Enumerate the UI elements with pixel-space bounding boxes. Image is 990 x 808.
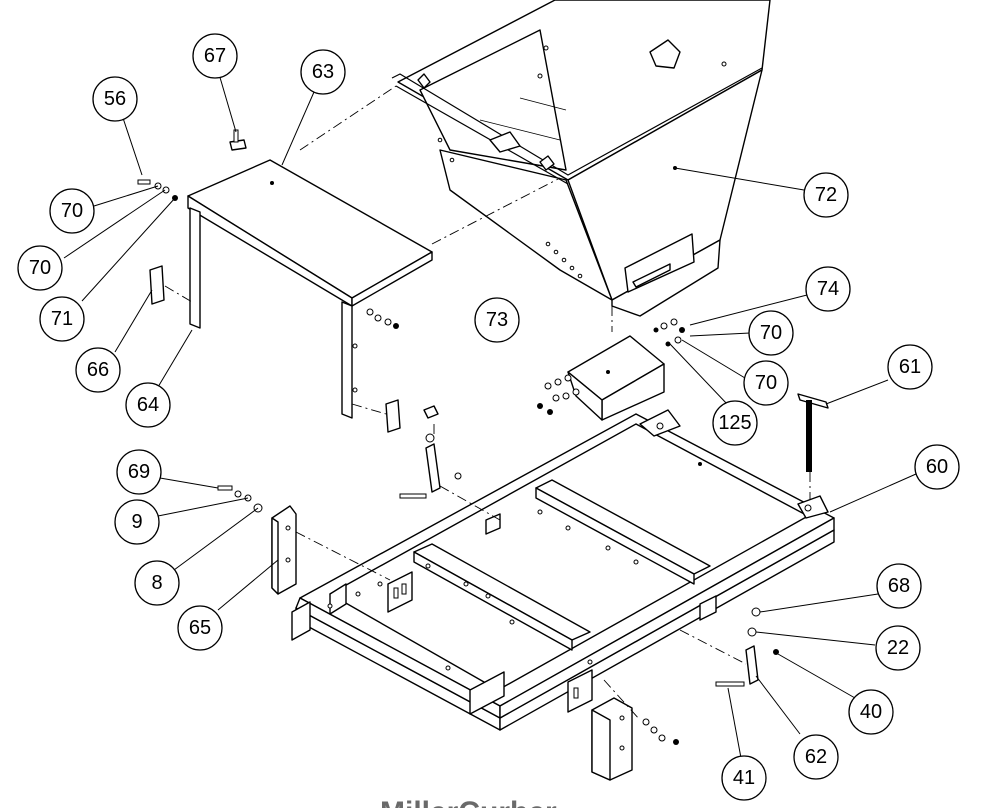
callout-label: 69 xyxy=(128,461,150,483)
callout-bubble: 72 xyxy=(803,172,849,218)
main-frame-part xyxy=(292,410,834,730)
callout-label: 68 xyxy=(888,575,910,597)
callout-bubble: 60 xyxy=(914,444,960,490)
callout-label: 66 xyxy=(87,359,109,381)
callout-bubble: 70 xyxy=(743,360,789,406)
callout-bubble: 41 xyxy=(721,755,767,801)
callout-bubble: 9 xyxy=(114,499,160,545)
callout-label: 74 xyxy=(817,278,839,300)
callout-bubble: 56 xyxy=(92,76,138,122)
callout-bubble: 73 xyxy=(474,297,520,343)
callout-bubble: 69 xyxy=(116,449,162,495)
callout-label: 60 xyxy=(926,456,948,478)
callout-label: 9 xyxy=(131,511,142,533)
hopper-part xyxy=(392,0,770,316)
callout-bubble: 70 xyxy=(748,310,794,356)
callout-bubble: 8 xyxy=(134,560,180,606)
callout-bubble: 40 xyxy=(848,689,894,735)
callout-label: 40 xyxy=(860,701,882,723)
callout-bubble: 74 xyxy=(805,266,851,312)
callout-label: 63 xyxy=(312,61,334,83)
callout-label: 70 xyxy=(760,322,782,344)
callout-label: 62 xyxy=(805,746,827,768)
watermark-logo: MillerCurber xyxy=(380,796,557,808)
callout-bubble: 65 xyxy=(177,605,223,651)
callout-label: 65 xyxy=(189,617,211,639)
callout-bubble: 64 xyxy=(125,382,171,428)
callout-label: 70 xyxy=(61,200,83,222)
callout-label: 41 xyxy=(733,767,755,789)
callout-bubble: 61 xyxy=(887,344,933,390)
callout-bubble: 125 xyxy=(712,400,758,446)
callout-label: 72 xyxy=(815,184,837,206)
leader-lines xyxy=(63,73,917,759)
callout-label: 22 xyxy=(887,637,909,659)
cross-tray-part xyxy=(568,336,664,420)
assembly-lines xyxy=(164,85,811,721)
callout-bubble: 68 xyxy=(876,563,922,609)
callout-bubble: 70 xyxy=(49,188,95,234)
callout-label: 73 xyxy=(486,309,508,331)
callout-label: 56 xyxy=(104,88,126,110)
callout-bubble: 22 xyxy=(875,625,921,671)
callout-bubble: 66 xyxy=(75,347,121,393)
callout-bubble: 63 xyxy=(300,49,346,95)
hardware-parts xyxy=(138,130,828,745)
callout-label: 64 xyxy=(137,394,159,416)
callout-label: 8 xyxy=(151,572,162,594)
callout-bubble: 62 xyxy=(793,734,839,780)
callout-bubble: 67 xyxy=(192,33,238,79)
callout-label: 70 xyxy=(29,257,51,279)
callout-label: 67 xyxy=(204,45,226,67)
callout-label: 71 xyxy=(51,308,73,330)
cover-plate-part xyxy=(188,160,432,418)
side-bracket-part xyxy=(272,506,632,780)
callout-bubble: 71 xyxy=(39,296,85,342)
callout-bubble: 70 xyxy=(17,245,63,291)
callout-label: 61 xyxy=(899,356,921,378)
callout-label: 70 xyxy=(755,372,777,394)
callout-label: 125 xyxy=(718,412,751,434)
